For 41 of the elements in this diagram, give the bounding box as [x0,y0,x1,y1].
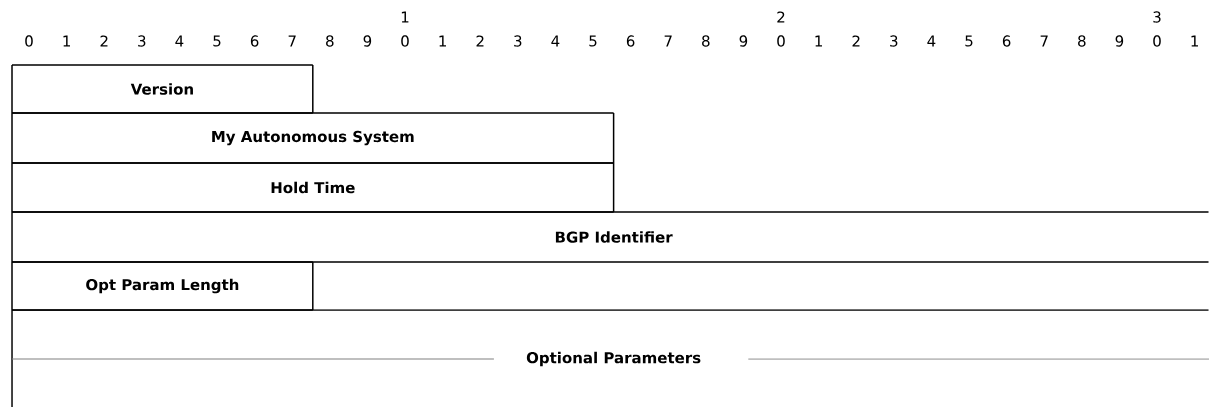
bit-number: 3 [890,35,898,47]
field-box: My Autonomous System [11,112,615,164]
bit-number: 2 [777,11,785,23]
bit-number: 9 [739,35,748,47]
bit-number: 6 [1002,35,1011,47]
bit-number: 9 [363,35,372,47]
bit-number: 1 [63,35,70,47]
bit-number: 5 [589,35,597,47]
bit-number: 1 [815,35,822,47]
bit-number: 1 [1191,35,1198,47]
bit-number: 5 [213,35,221,47]
bit-number: 0 [1153,35,1161,47]
bit-number: 9 [1115,35,1124,47]
bit-number: 0 [401,35,409,47]
bit-number: 7 [664,35,672,47]
bit-number: 8 [702,35,710,47]
bit-number: 6 [250,35,259,47]
bit-number: 8 [1078,35,1086,47]
bit-number: 3 [138,35,146,47]
bit-number: 0 [777,35,785,47]
bit-number: 8 [326,35,334,47]
field-box: Opt Param Length [11,261,314,311]
bit-number: 4 [175,35,184,47]
bit-number: 0 [25,35,33,47]
bit-number: 7 [288,35,296,47]
bit-number: 1 [401,11,409,23]
bit-number: 7 [1040,35,1048,47]
bit-number: 1 [439,35,446,47]
bit-number: 2 [852,35,860,47]
bit-number: 4 [551,35,560,47]
bit-number: 4 [927,35,936,47]
bit-number: 6 [626,35,635,47]
bit-number: 5 [965,35,973,47]
bit-number: 2 [476,35,484,47]
bit-number: 2 [100,35,108,47]
field-row: BGP Identifier [11,211,1209,263]
field-box: Version [11,64,314,114]
bit-number: 3 [1153,11,1161,23]
field-row: Optional Parameters [11,309,1209,407]
bit-number: 3 [514,35,522,47]
field-box: Hold Time [11,162,615,213]
